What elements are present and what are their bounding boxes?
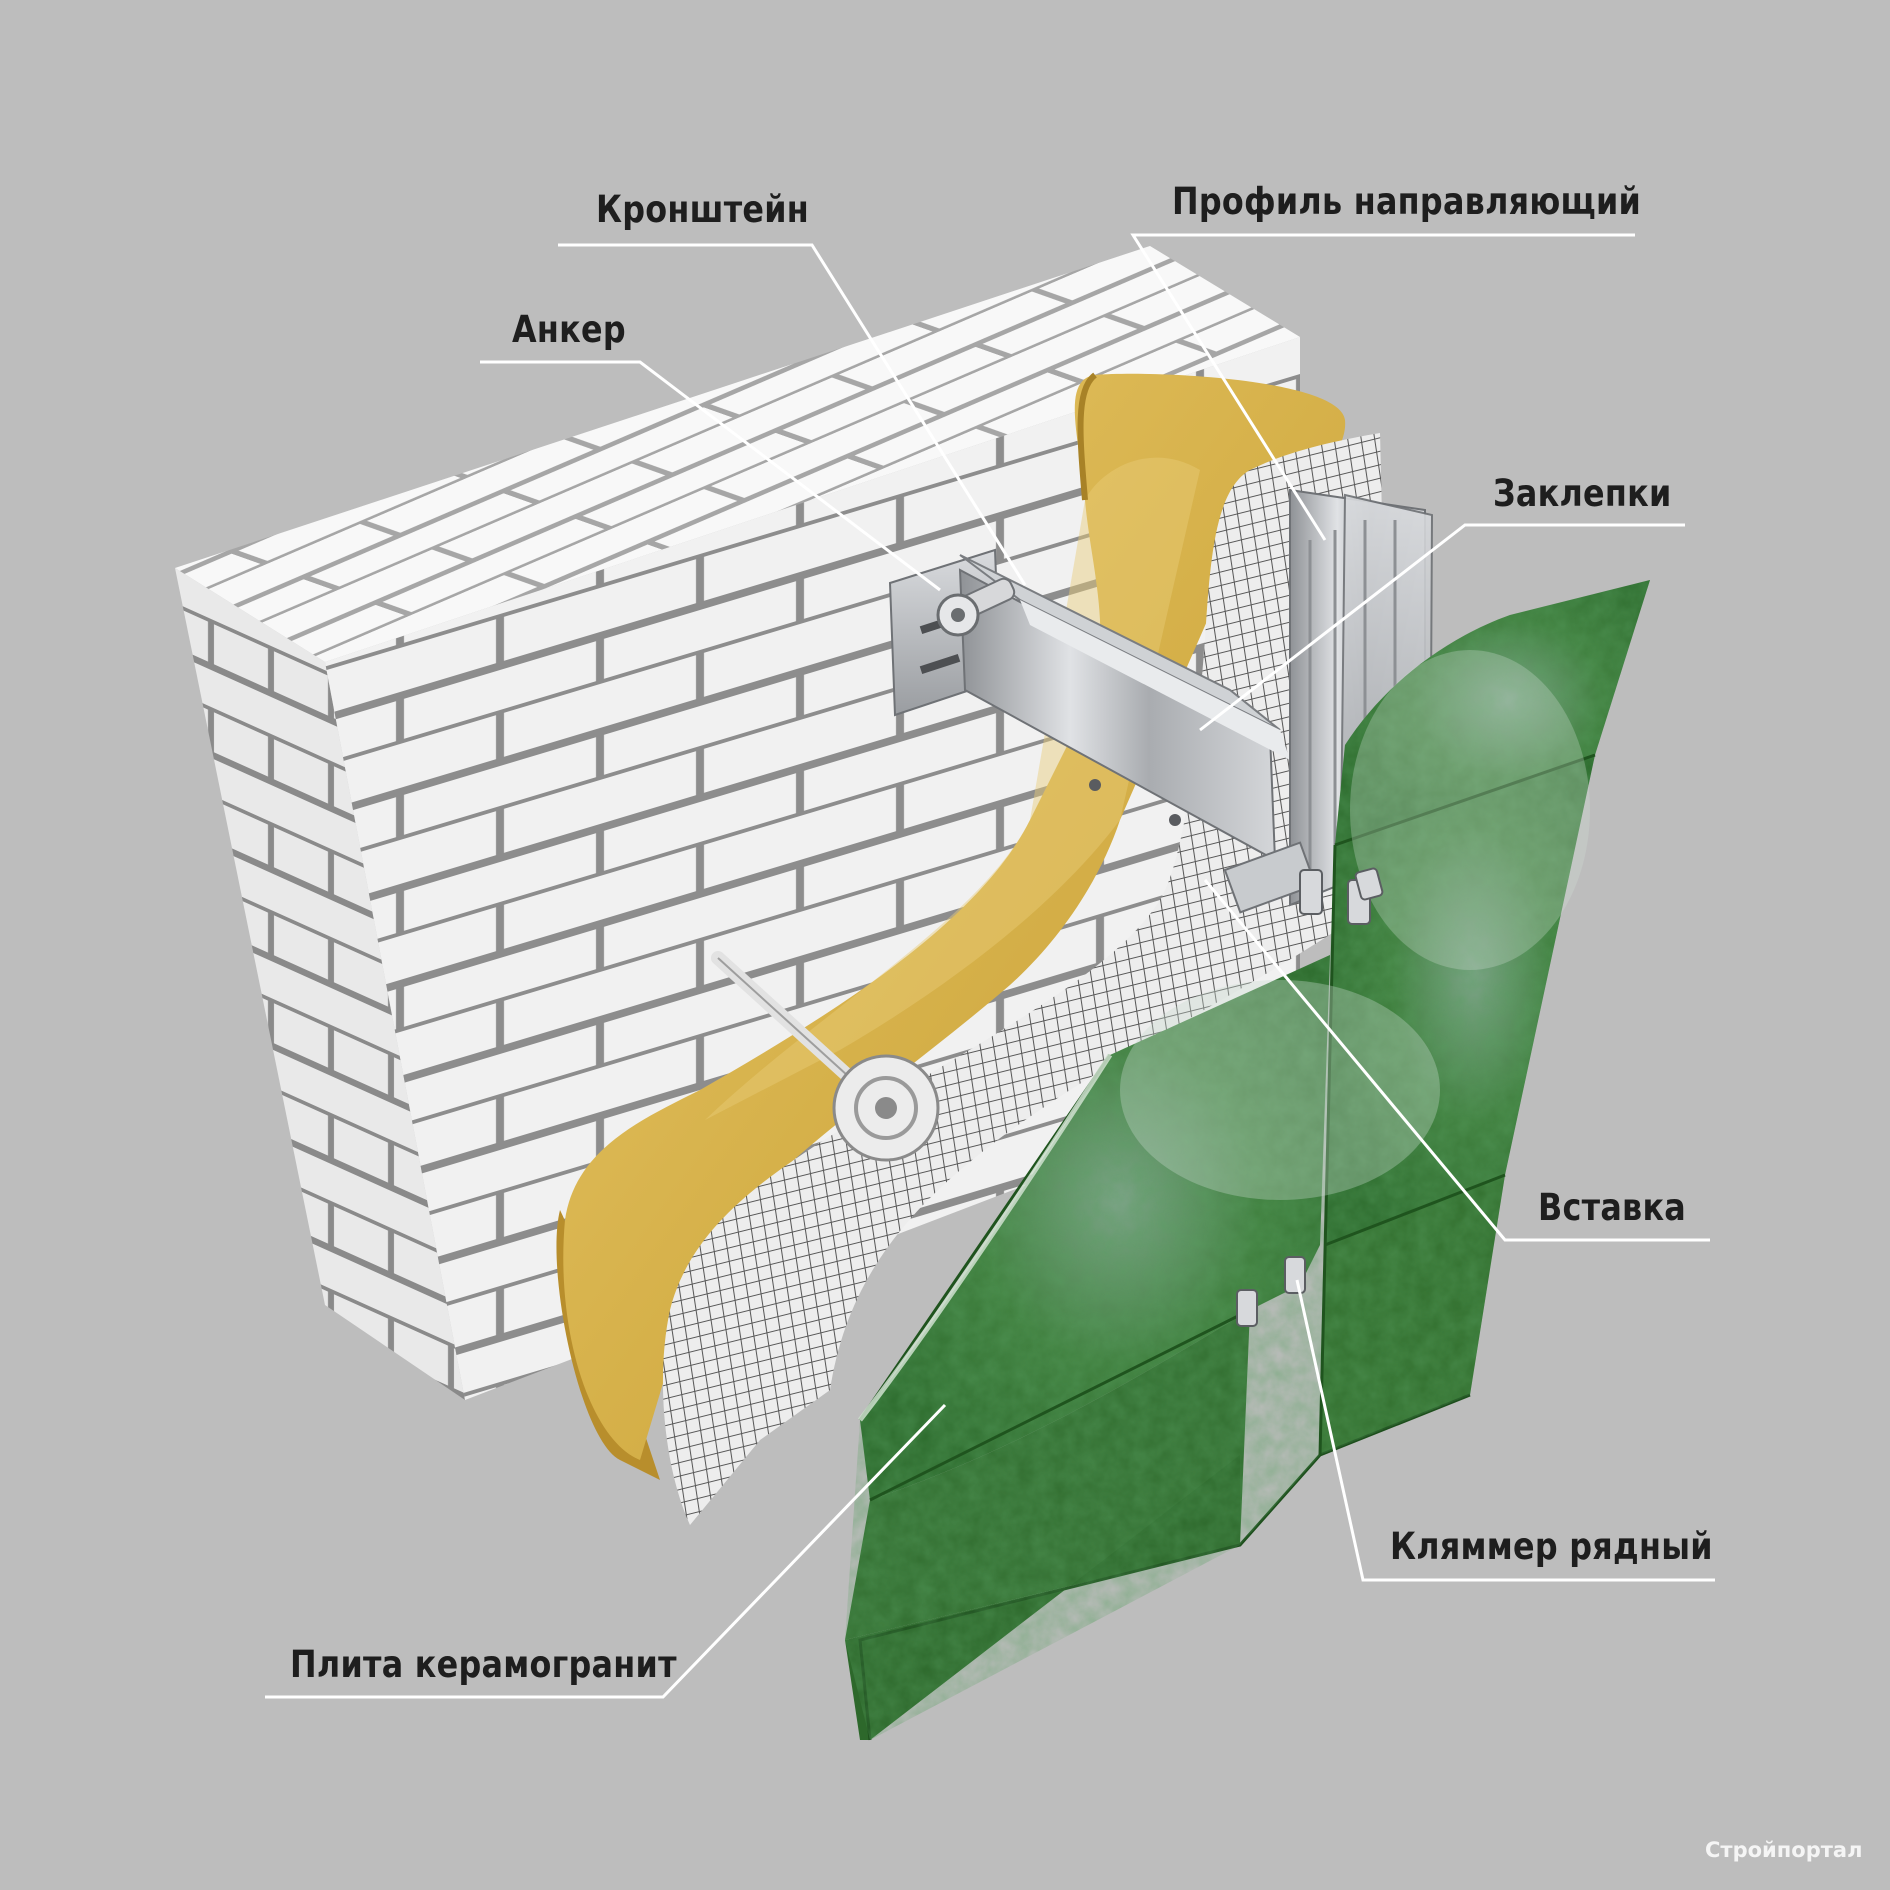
anchor xyxy=(936,577,1016,637)
leader-anker xyxy=(480,360,941,592)
clamp xyxy=(1284,1256,1306,1294)
insert-piece xyxy=(1223,841,1317,914)
bracket xyxy=(888,548,1290,862)
clamp xyxy=(1299,869,1323,915)
leader-kronshtein xyxy=(558,243,1027,586)
clamp-group-lower xyxy=(1236,1256,1306,1327)
watermark-logo: Стройпортал xyxy=(1705,1838,1863,1862)
leader-klyammer xyxy=(1295,1279,1715,1582)
leader-lines xyxy=(265,233,1715,1699)
label-zaklepki: Заклепки xyxy=(1493,472,1672,515)
insulation-dowel xyxy=(711,951,940,1162)
label-kronshtein: Кронштейн xyxy=(596,188,810,231)
brick-wall-top xyxy=(175,246,1300,662)
clamp-group-upper xyxy=(1299,867,1384,925)
bracket-rivet xyxy=(1089,779,1101,791)
leader-vstavka xyxy=(1203,879,1710,1242)
label-anker: Анкер xyxy=(512,308,626,351)
clamp xyxy=(1236,1289,1258,1327)
leader-zaklepki xyxy=(1199,523,1685,732)
label-vstavka: Вставка xyxy=(1538,1186,1687,1229)
porcelain-tiles xyxy=(845,580,1650,1741)
leader-plita xyxy=(265,1403,947,1699)
clamp xyxy=(1354,867,1384,901)
label-profil-napravlyayushchiy: Профиль направляющий xyxy=(1172,180,1642,223)
brick-wall-side xyxy=(175,568,465,1400)
label-plita-keramogranit: Плита керамогранит xyxy=(290,1643,677,1686)
tile-edge-highlight xyxy=(858,1053,1113,1422)
leader-profil xyxy=(1130,233,1635,541)
label-klyammer-ryadnyy: Кляммер рядный xyxy=(1390,1525,1713,1568)
